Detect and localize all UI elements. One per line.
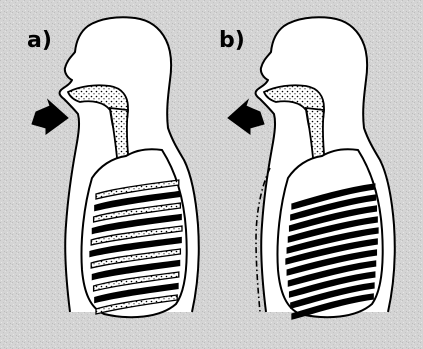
panel-b-label: b) bbox=[219, 30, 245, 52]
panel-a-label: a) bbox=[27, 30, 52, 52]
